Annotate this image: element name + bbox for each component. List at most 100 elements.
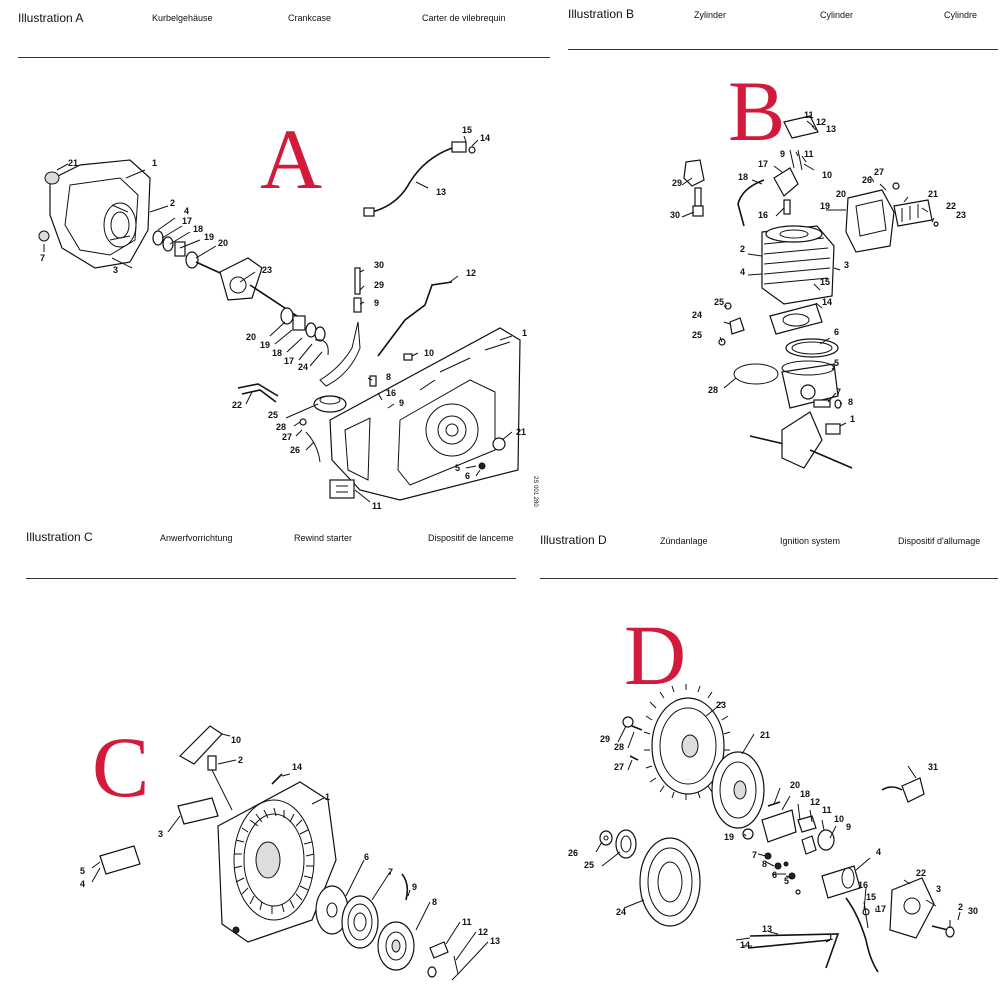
label-french: Carter de vilebrequin <box>422 13 506 23</box>
header-rule <box>26 578 516 579</box>
callout: 13 <box>826 124 836 134</box>
callout: 9 <box>780 149 785 159</box>
callout: 11 <box>372 501 382 511</box>
callout: 21 <box>928 189 938 199</box>
callout: 11 <box>804 110 814 120</box>
callout: 9 <box>399 398 404 408</box>
cylinder-exploded-diagram: 11 12 13 9 11 10 17 18 29 16 30 27 26 21… <box>670 110 966 469</box>
callout-numbers: 11 12 13 9 11 10 17 18 29 16 30 27 26 21… <box>670 110 966 424</box>
callout: 29 <box>600 734 610 744</box>
callout: 15 <box>462 125 472 135</box>
callout: 16 <box>386 388 396 398</box>
callout: 12 <box>816 117 826 127</box>
callout: 29 <box>672 178 682 188</box>
callout: 14 <box>740 940 750 950</box>
callout: 9 <box>412 882 417 892</box>
callout: 14 <box>292 762 302 772</box>
callout: 15 <box>866 892 876 902</box>
callout: 7 <box>836 387 841 397</box>
callout: 19 <box>204 232 214 242</box>
callout: 17 <box>876 904 886 914</box>
panel-crankcase: Illustration A Kurbelgehäuse Crankcase C… <box>0 0 552 520</box>
callout: 28 <box>614 742 624 752</box>
callout: 4 <box>740 267 745 277</box>
callout: 11 <box>462 917 472 927</box>
label-german: Kurbelgehäuse <box>152 13 213 23</box>
panel-header: Illustration B Zylinder Cylinder Cylindr… <box>552 0 1000 40</box>
callout: 30 <box>968 906 978 916</box>
panel-letter: B <box>728 63 786 159</box>
label-german: Zylinder <box>694 10 727 20</box>
panel-title: Illustration C <box>26 530 93 544</box>
callout: 1 <box>152 158 157 168</box>
panel-letter: D <box>624 607 687 703</box>
callout: 1 <box>828 932 833 942</box>
callout: 20 <box>246 332 256 342</box>
callout: 18 <box>272 348 282 358</box>
callout: 6 <box>364 852 369 862</box>
callout: 23 <box>262 265 272 275</box>
ignition-system-exploded-diagram: 23 21 29 28 27 20 18 12 11 10 9 19 7 8 6… <box>568 684 978 973</box>
callout: 9 <box>846 822 851 832</box>
panel-letter: A <box>260 111 323 207</box>
header-rule <box>18 57 550 58</box>
callout: 23 <box>716 700 726 710</box>
callout: 4 <box>80 879 85 889</box>
callout: 27 <box>614 762 624 772</box>
callout: 8 <box>762 859 767 869</box>
panel-letter: C <box>92 719 150 815</box>
callout: 24 <box>616 907 626 917</box>
callout: 17 <box>758 159 768 169</box>
callout-numbers: 21 1 2 4 17 18 19 20 3 7 23 30 29 9 12 2… <box>40 125 527 511</box>
callout: 1 <box>850 414 855 424</box>
callout-numbers: 10 2 14 1 3 5 4 6 7 9 8 11 12 13 <box>80 735 500 946</box>
callout: 11 <box>822 805 832 815</box>
callout: 7 <box>388 867 393 877</box>
callout: 22 <box>946 201 956 211</box>
callout: 13 <box>436 187 446 197</box>
callout: 20 <box>790 780 800 790</box>
callout: 1 <box>325 792 330 802</box>
callout: 28 <box>276 422 286 432</box>
callout: 3 <box>113 265 118 275</box>
callout-numbers: 23 21 29 28 27 20 18 12 11 10 9 19 7 8 6… <box>568 700 978 950</box>
label-english: Crankcase <box>288 13 332 23</box>
callout: 22 <box>916 868 926 878</box>
callout: 25 <box>584 860 594 870</box>
callout: 18 <box>193 224 203 234</box>
callout: 14 <box>822 297 832 307</box>
callout: 12 <box>810 797 820 807</box>
callout: 13 <box>762 924 772 934</box>
callout: 17 <box>182 216 192 226</box>
callout: 19 <box>820 201 830 211</box>
callout: 4 <box>876 847 881 857</box>
callout: 5 <box>455 463 460 473</box>
callout: 25 <box>268 410 278 420</box>
callout: 8 <box>432 897 437 907</box>
callout: 1 <box>522 328 527 338</box>
callout: 3 <box>936 884 941 894</box>
callout: 10 <box>822 170 832 180</box>
callout: 24 <box>298 362 308 372</box>
callout: 6 <box>465 471 470 481</box>
callout: 30 <box>670 210 680 220</box>
callout: 11 <box>804 149 814 159</box>
panel-ignition-system: Illustration D Zündanlage Ignition syste… <box>530 520 1000 1000</box>
callout: 25 <box>714 297 724 307</box>
label-french: Dispositif de lanceme <box>428 533 514 543</box>
callout: 9 <box>374 298 379 308</box>
panel-header: Illustration A Kurbelgehäuse Crankcase C… <box>0 0 552 40</box>
callout: 19 <box>260 340 270 350</box>
callout: 27 <box>874 167 884 177</box>
callout: 5 <box>80 866 85 876</box>
callout: 4 <box>184 206 189 216</box>
label-german: Zündanlage <box>660 536 708 546</box>
header-rule <box>540 578 998 579</box>
callout: 22 <box>232 400 242 410</box>
label-english: Ignition system <box>780 536 841 546</box>
callout: 20 <box>218 238 228 248</box>
callout: 7 <box>40 253 45 263</box>
label-english: Rewind starter <box>294 533 353 543</box>
callout: 16 <box>858 880 868 890</box>
callout: 21 <box>68 158 78 168</box>
